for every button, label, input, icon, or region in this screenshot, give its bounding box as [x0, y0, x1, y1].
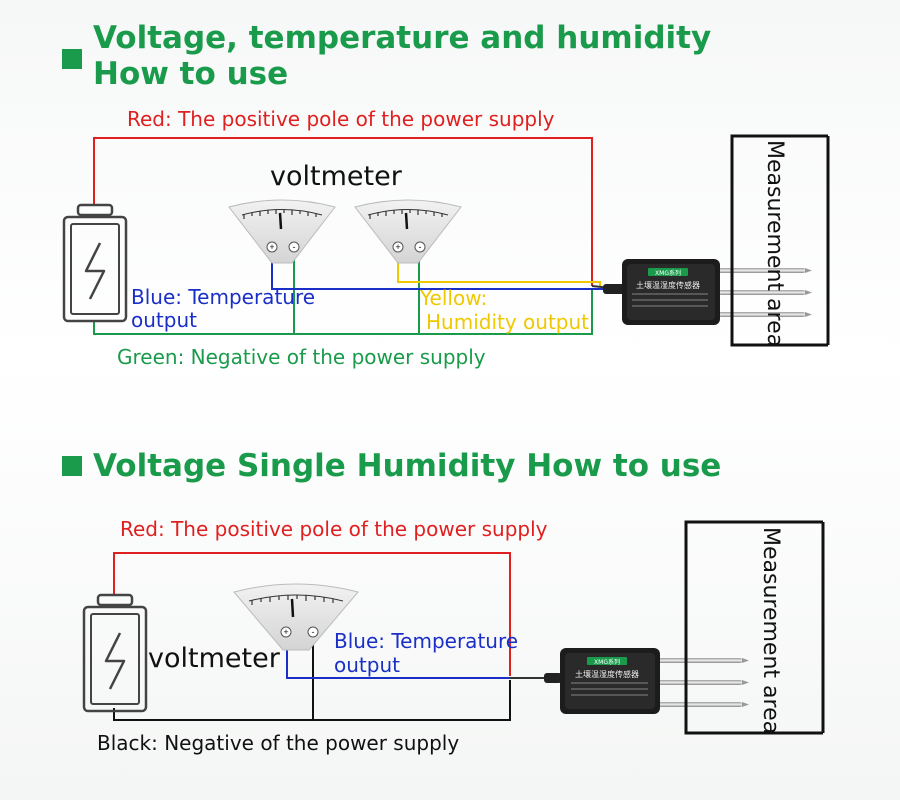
green-label-1: Green: Negative of the power supply [117, 345, 486, 369]
svg-text:+: + [283, 627, 288, 637]
svg-text:+: + [395, 242, 400, 252]
svg-text:+: + [269, 242, 274, 252]
section2-title: Voltage Single Humidity How to use [93, 448, 722, 484]
sensor-1-icon: XMG系列 土壤温湿度传感器 [603, 259, 812, 325]
yellow-label-line1: Yellow: [420, 286, 488, 310]
voltmeter-label-2: voltmeter [148, 643, 280, 674]
voltmeter-label-1: voltmeter [270, 161, 402, 192]
svg-text:-: - [312, 627, 315, 637]
blue-wire-1 [271, 252, 614, 290]
yellow-wire-1 [397, 252, 601, 286]
red-wire-2 [113, 552, 511, 676]
section1-bullet-icon [62, 49, 82, 69]
measurement-area-label-1: Measurement area [762, 140, 787, 348]
red-wire-1 [93, 137, 593, 286]
sensor-2-brand: XMG系列 [594, 658, 620, 666]
section1-title-line1: Voltage, temperature and humidity [93, 20, 712, 56]
section2-bullet-icon [62, 456, 82, 476]
green-wire-1 [93, 290, 593, 335]
yellow-label-line2: Humidity output [426, 310, 590, 334]
measurement-box-1 [730, 134, 828, 347]
sensor-2-title: 土壤温湿度传感器 [575, 669, 639, 679]
voltmeter-2-icon: + - [354, 199, 462, 264]
svg-text:-: - [419, 242, 422, 252]
voltmeter-1-icon: + - [228, 199, 336, 264]
battery-icon [62, 203, 128, 323]
sensor-1-title: 土壤温湿度传感器 [636, 280, 700, 290]
sensor-2-icon: XMG系列 土壤温湿度传感器 [544, 648, 749, 714]
svg-text:-: - [293, 242, 296, 252]
blue-label-1-line1: Blue: Temperature [131, 285, 316, 309]
blue-label-2-line2: output [334, 653, 400, 677]
black-label-2: Black: Negative of the power supply [97, 731, 460, 755]
measurement-box-2 [684, 520, 823, 735]
blue-label-2-line1: Blue: Temperature [334, 629, 519, 653]
red-label-1: Red: The positive pole of the power supp… [127, 107, 555, 131]
section1-title-line2: How to use [93, 56, 289, 92]
sensor-1-brand: XMG系列 [655, 269, 681, 277]
battery-icon-2 [82, 593, 148, 713]
blue-label-1-line2: output [131, 308, 197, 332]
voltmeter-3-icon: + - [233, 583, 359, 651]
red-label-2: Red: The positive pole of the power supp… [120, 517, 548, 541]
measurement-area-label-2: Measurement area [758, 527, 783, 735]
